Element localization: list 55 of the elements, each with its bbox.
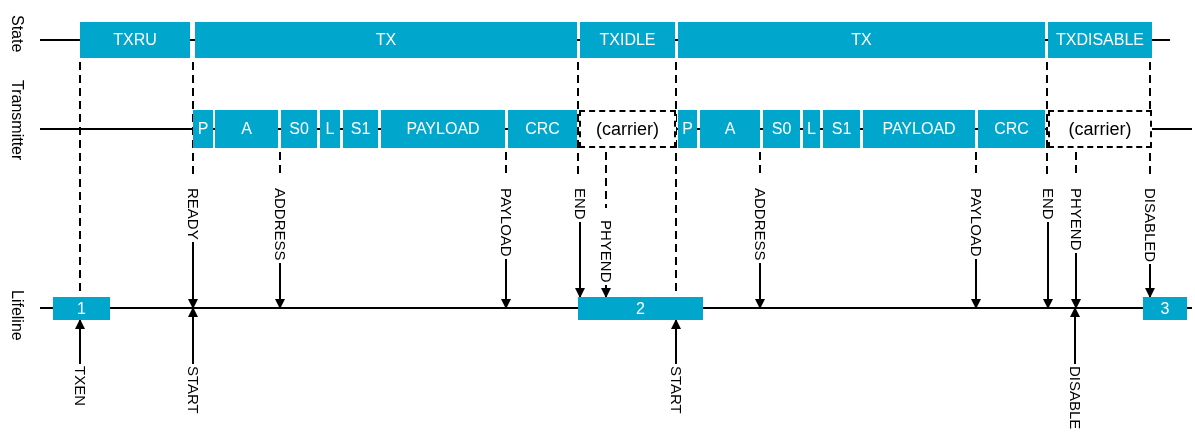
task-label: TXEN [71, 366, 89, 406]
task-label: START [667, 366, 685, 414]
state-bar: TXDISABLE [1048, 22, 1152, 58]
lifeline-marker: 2 [578, 297, 703, 320]
packet-field: S1 [823, 110, 860, 148]
event-label: READY [184, 188, 202, 240]
state-bar: TX [195, 22, 577, 58]
arrow [575, 221, 585, 298]
packet-field: P [193, 110, 213, 148]
arrow [755, 262, 765, 309]
arrow [971, 258, 981, 309]
packet-field: PAYLOAD [863, 110, 975, 148]
carrier-box: (carrier) [579, 110, 676, 148]
arrow [275, 262, 285, 309]
event-label: END [1039, 188, 1057, 220]
arrow [1071, 252, 1081, 309]
event-label: PHYEND [597, 220, 615, 283]
packet-field: PAYLOAD [381, 110, 505, 148]
packet-field: S0 [281, 110, 317, 148]
packet-field: CRC [978, 110, 1045, 148]
event-label: PAYLOAD [967, 188, 985, 257]
event-label: PHYEND [1067, 188, 1085, 251]
event-label: DISABLED [1141, 188, 1159, 263]
arrow [601, 284, 611, 298]
event-label: END [571, 188, 589, 220]
state-bar: TXRU [80, 22, 190, 58]
event-label: ADDRESS [751, 188, 769, 261]
arrow [188, 241, 198, 309]
packet-field: A [700, 110, 760, 148]
carrier-box: (carrier) [1048, 110, 1152, 148]
state-bar: TX [678, 22, 1045, 58]
task-label: START [184, 366, 202, 414]
packet-field: S0 [763, 110, 800, 148]
packet-field: L [320, 110, 340, 148]
event-label: ADDRESS [271, 188, 289, 261]
arrow [188, 307, 198, 365]
row-label: State [8, 15, 26, 53]
lifeline-marker: 1 [53, 297, 110, 320]
lifeline-marker: 3 [1143, 297, 1187, 320]
row-label: Lifeline [8, 290, 26, 341]
arrow [1145, 263, 1155, 298]
arrow [501, 258, 511, 309]
row-label: Transmitter [8, 80, 26, 161]
arrow [671, 319, 681, 365]
state-bar: TXIDLE [580, 22, 675, 58]
packet-field: L [803, 110, 820, 148]
arrow [1070, 307, 1080, 365]
arrow [1043, 221, 1053, 309]
task-label: DISABLE [1066, 366, 1084, 430]
packet-field: A [215, 110, 278, 148]
packet-field: P [678, 110, 697, 148]
arrow [75, 319, 85, 365]
packet-field: S1 [343, 110, 378, 148]
event-label: PAYLOAD [497, 188, 515, 257]
packet-field: CRC [508, 110, 577, 148]
